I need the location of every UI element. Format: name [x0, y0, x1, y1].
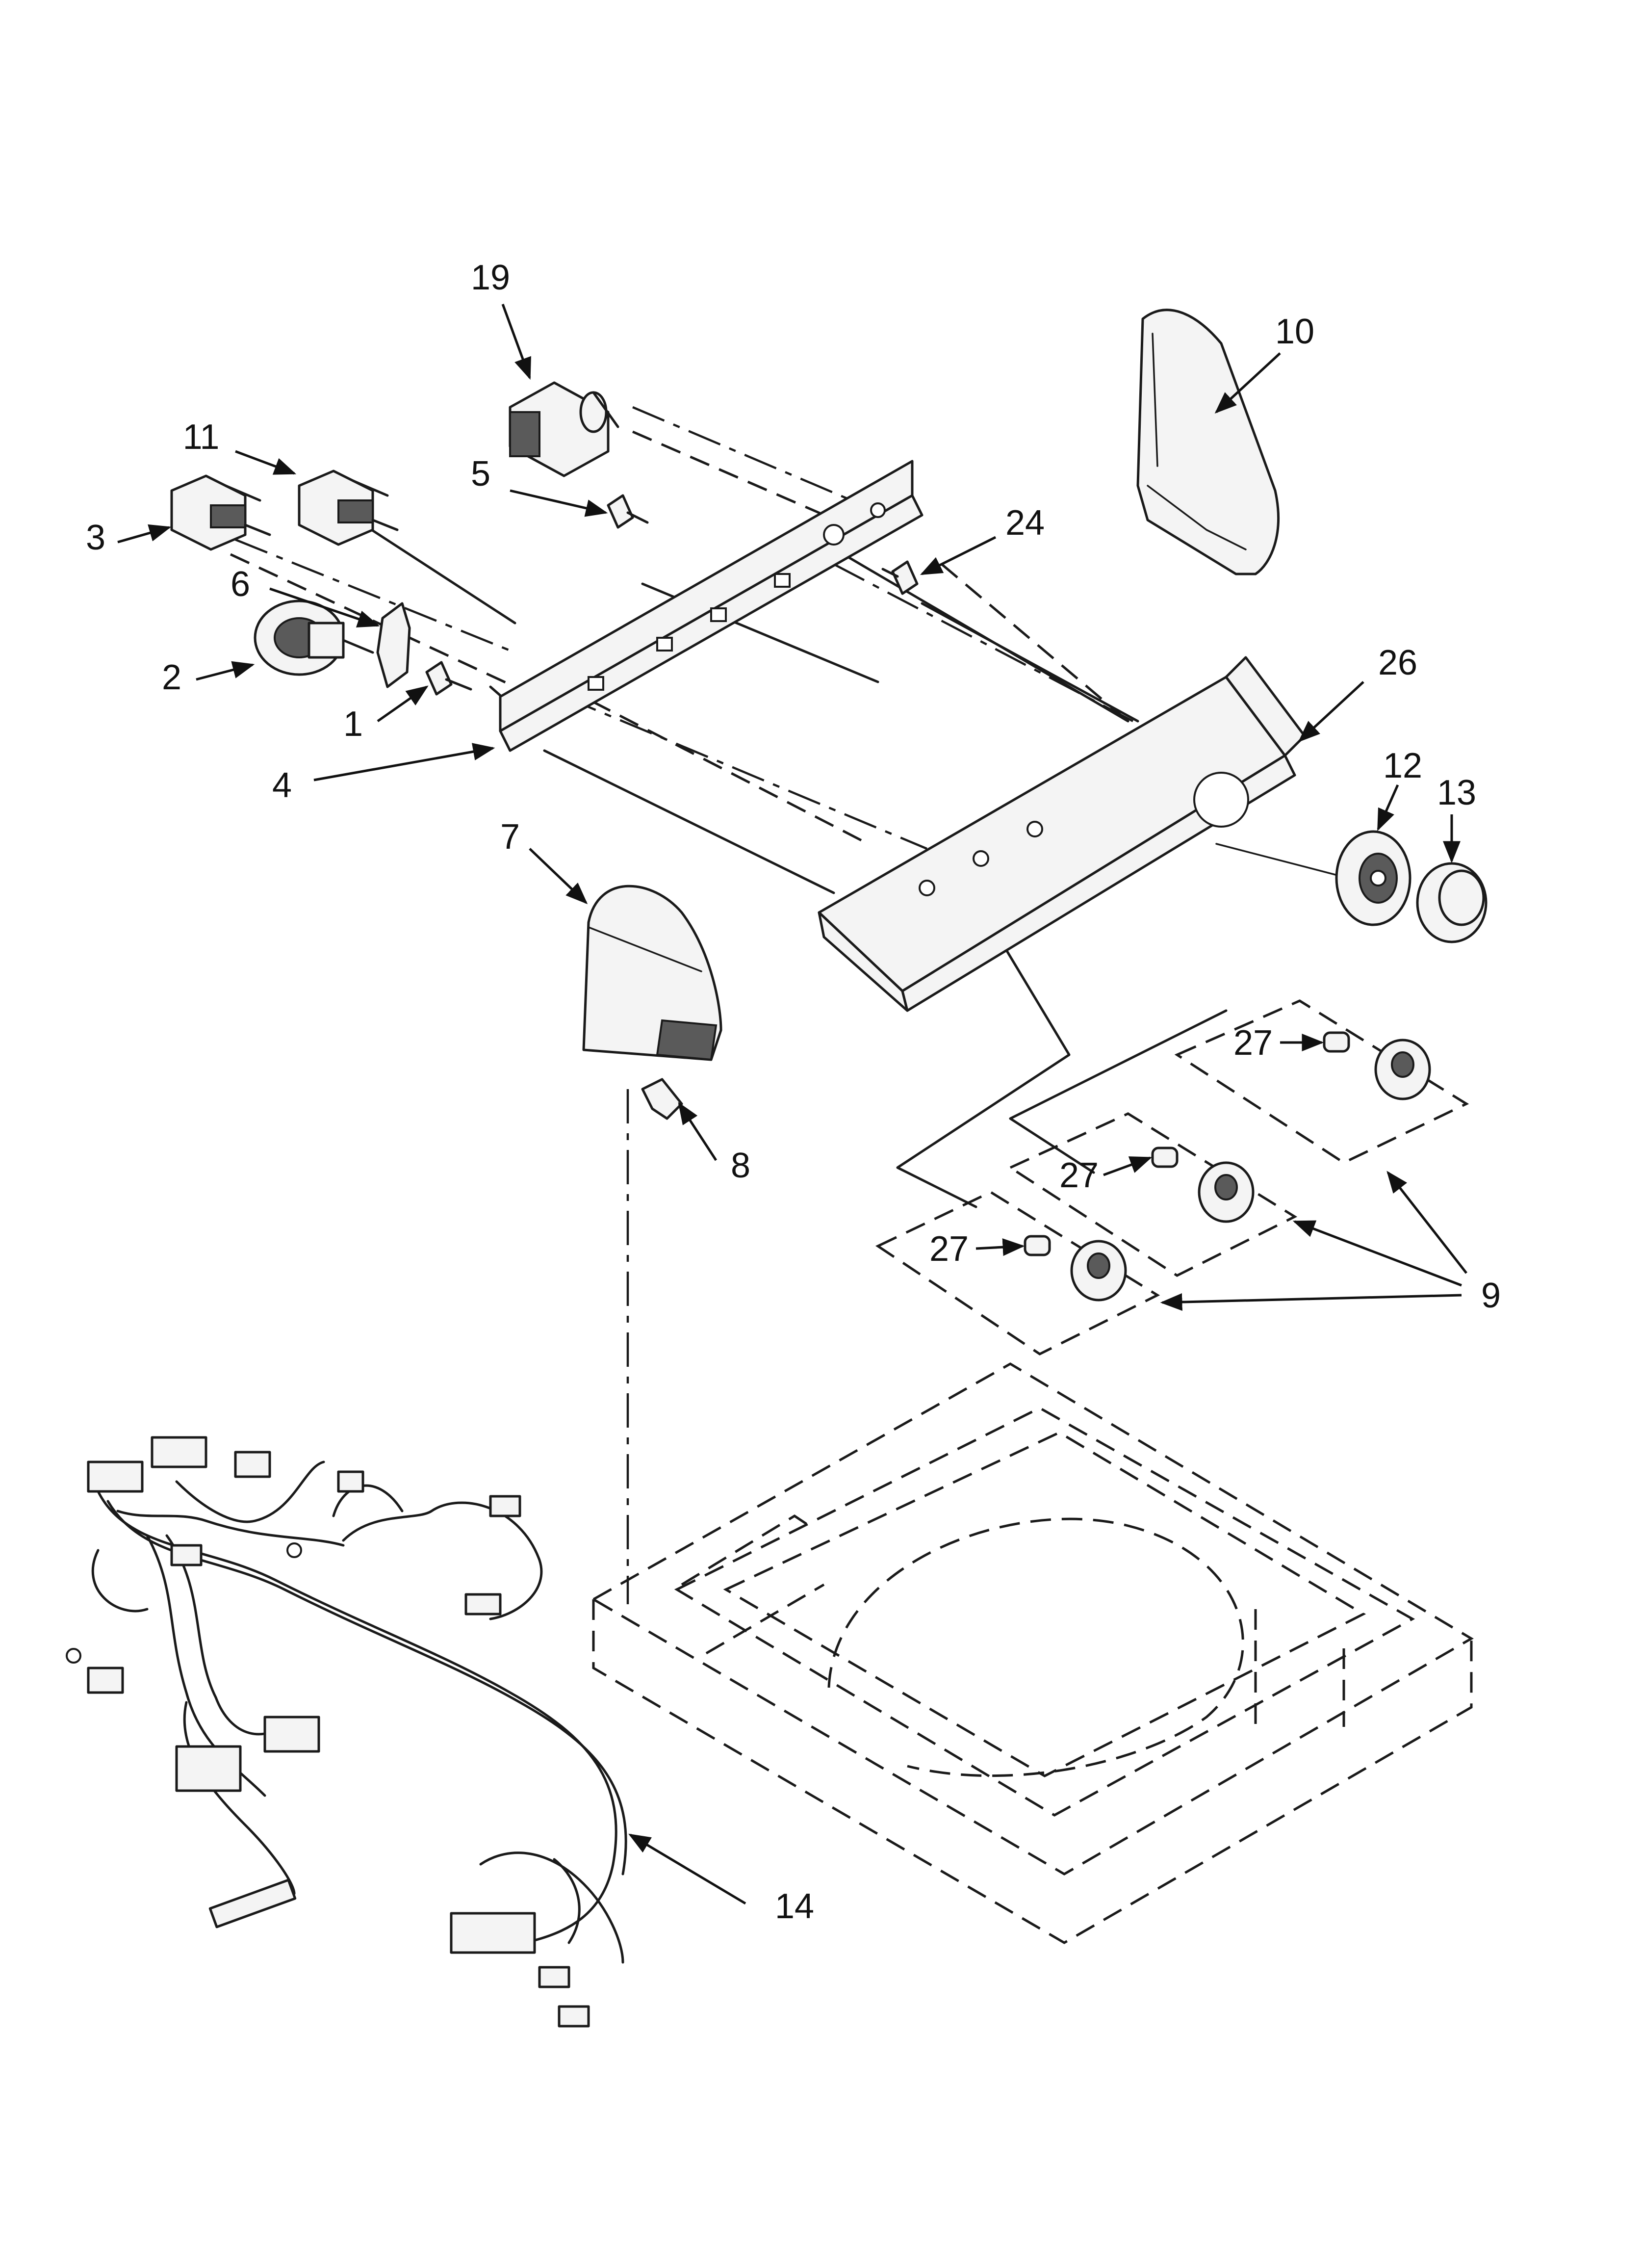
- part-8-clip: [641, 1078, 683, 1120]
- callout-13: 13: [1437, 773, 1476, 812]
- part-2-rotary-switch: [254, 600, 374, 676]
- callout-6: 6: [231, 565, 250, 604]
- knob-lower: [1024, 1235, 1127, 1302]
- callout-27-upper: 27: [1233, 1023, 1273, 1063]
- callout-27-lower: 27: [929, 1229, 969, 1269]
- callout-11: 11: [183, 417, 220, 457]
- part-13-knob: [1416, 862, 1488, 943]
- callout-10: 10: [1275, 312, 1314, 351]
- knob-upper: [1323, 1031, 1431, 1100]
- part-7-end-cap: [582, 885, 722, 1061]
- part-10-end-cap: [1136, 309, 1280, 575]
- callout-12: 12: [1383, 746, 1422, 785]
- callout-14: 14: [775, 1887, 814, 1926]
- callout-24: 24: [1005, 503, 1045, 543]
- callout-7: 7: [500, 817, 520, 857]
- part-26-console: [818, 656, 1306, 1012]
- callout-4: 4: [272, 766, 292, 805]
- knob-middle: [1151, 1147, 1255, 1223]
- part-19-electronic-module: [509, 381, 619, 477]
- callout-26: 26: [1378, 643, 1417, 682]
- knob-group-boxes: [875, 906, 1469, 1356]
- callout-5: 5: [471, 454, 490, 494]
- callout-8: 8: [731, 1146, 750, 1185]
- part-11-switch: [298, 469, 399, 546]
- part-14-wire-harness: [66, 1436, 627, 2028]
- callout-labels: 19 10 11 3 5 24 6 2 1 4 26 12 13 7 27 8 …: [86, 258, 1501, 1926]
- part-3-switch: [170, 474, 271, 551]
- part-24-screw: [881, 560, 919, 595]
- part-1-screw: [425, 661, 472, 696]
- callout-27-middle: 27: [1059, 1156, 1099, 1195]
- callout-19: 19: [471, 258, 510, 297]
- part-5-screw: [607, 494, 649, 529]
- cabinet-top-outline: [590, 1362, 1474, 1944]
- callout-leaders: [117, 304, 1467, 1905]
- guide-lines: [230, 406, 1350, 1604]
- callout-2: 2: [162, 658, 181, 697]
- part-6-bracket: [376, 602, 411, 688]
- callout-1: 1: [343, 704, 363, 744]
- part-12-bezel: [1335, 830, 1411, 926]
- callout-9: 9: [1481, 1276, 1501, 1315]
- part-4-mounting-bracket: [499, 460, 924, 752]
- callout-3: 3: [86, 518, 105, 557]
